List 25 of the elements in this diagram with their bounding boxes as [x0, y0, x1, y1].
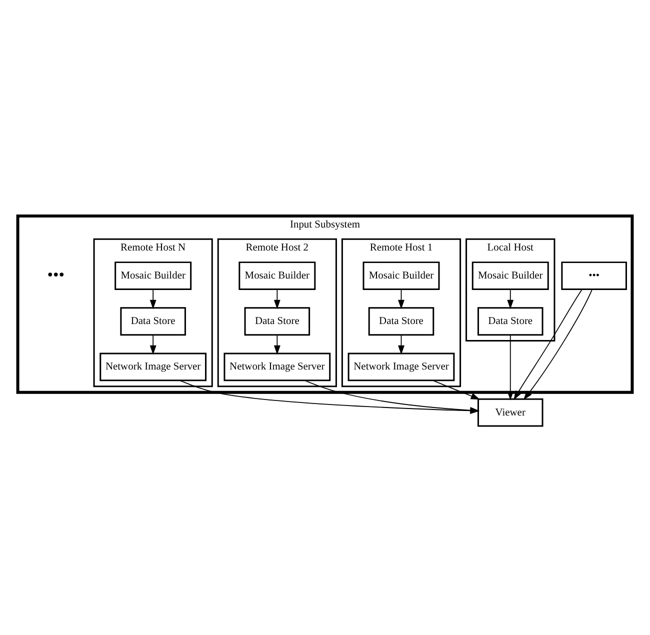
node-box: Mosaic Builder: [362, 261, 440, 290]
arrow: [150, 334, 156, 354]
arrow: [150, 288, 156, 309]
label: •••: [47, 264, 65, 284]
node-box: Mosaic Builder: [114, 261, 192, 290]
node-box: Network Image Server: [348, 352, 455, 381]
arrow: [274, 334, 280, 354]
arrow: [398, 334, 404, 354]
node-box: •••: [561, 261, 627, 290]
node-box: Network Image Server: [100, 352, 207, 381]
arrow: [274, 288, 280, 309]
arrow: [432, 380, 480, 400]
node-box: Mosaic Builder: [472, 261, 549, 290]
node-box: Data Store: [368, 306, 434, 336]
arrow: [514, 288, 583, 400]
node-box: Data Store: [120, 306, 186, 336]
node-box: Mosaic Builder: [238, 261, 316, 290]
arrow: [523, 288, 593, 400]
node-box: Viewer: [477, 398, 544, 426]
arrow: [507, 288, 514, 309]
arrow: [507, 334, 514, 400]
node-box: Data Store: [477, 306, 544, 336]
arrow: [398, 288, 404, 309]
node-box: Network Image Server: [224, 352, 331, 381]
node-box: Data Store: [244, 306, 310, 336]
